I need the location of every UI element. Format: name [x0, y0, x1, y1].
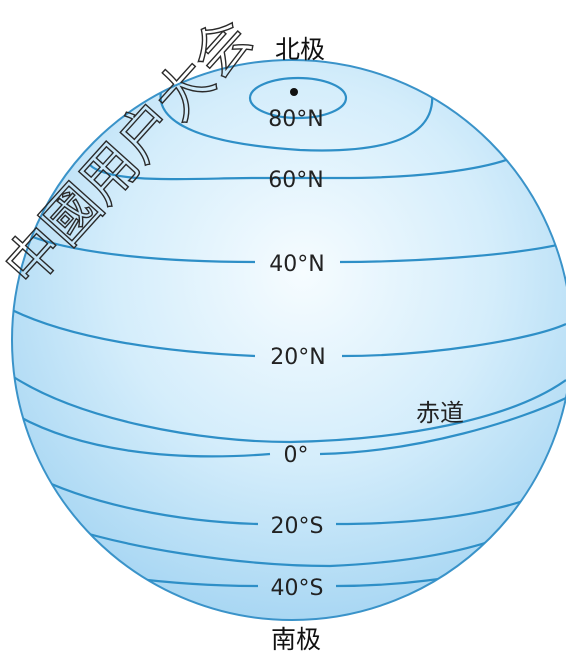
latitude-label-80n: 80°N [268, 107, 323, 132]
latitude-line-40n [29, 234, 563, 264]
latitude-line-30s [44, 518, 521, 568]
south-pole-label: 南极 [271, 625, 321, 654]
latitude-label-40s: 40°S [271, 576, 324, 601]
latitude-label-0: 0° [284, 443, 309, 468]
latitude-lines [12, 76, 566, 588]
latitude-label-20n: 20°N [270, 345, 325, 370]
north-pole-label: 北极 [275, 35, 325, 64]
latitude-line-60n [89, 156, 513, 181]
latitude-line-20n [12, 309, 566, 358]
latitude-line-10n [12, 375, 566, 444]
globe-body [11, 59, 566, 621]
latitude-label-60n: 60°N [268, 168, 323, 193]
latitude-line-equator [17, 397, 566, 458]
north-pole-dot [290, 88, 298, 96]
latitude-label-20s: 20°S [271, 514, 324, 539]
latitude-line-70n [159, 81, 434, 152]
latitude-line-80n [248, 76, 348, 120]
latitude-label-40n: 40°N [269, 252, 324, 277]
equator-label: 赤道 [416, 399, 464, 427]
